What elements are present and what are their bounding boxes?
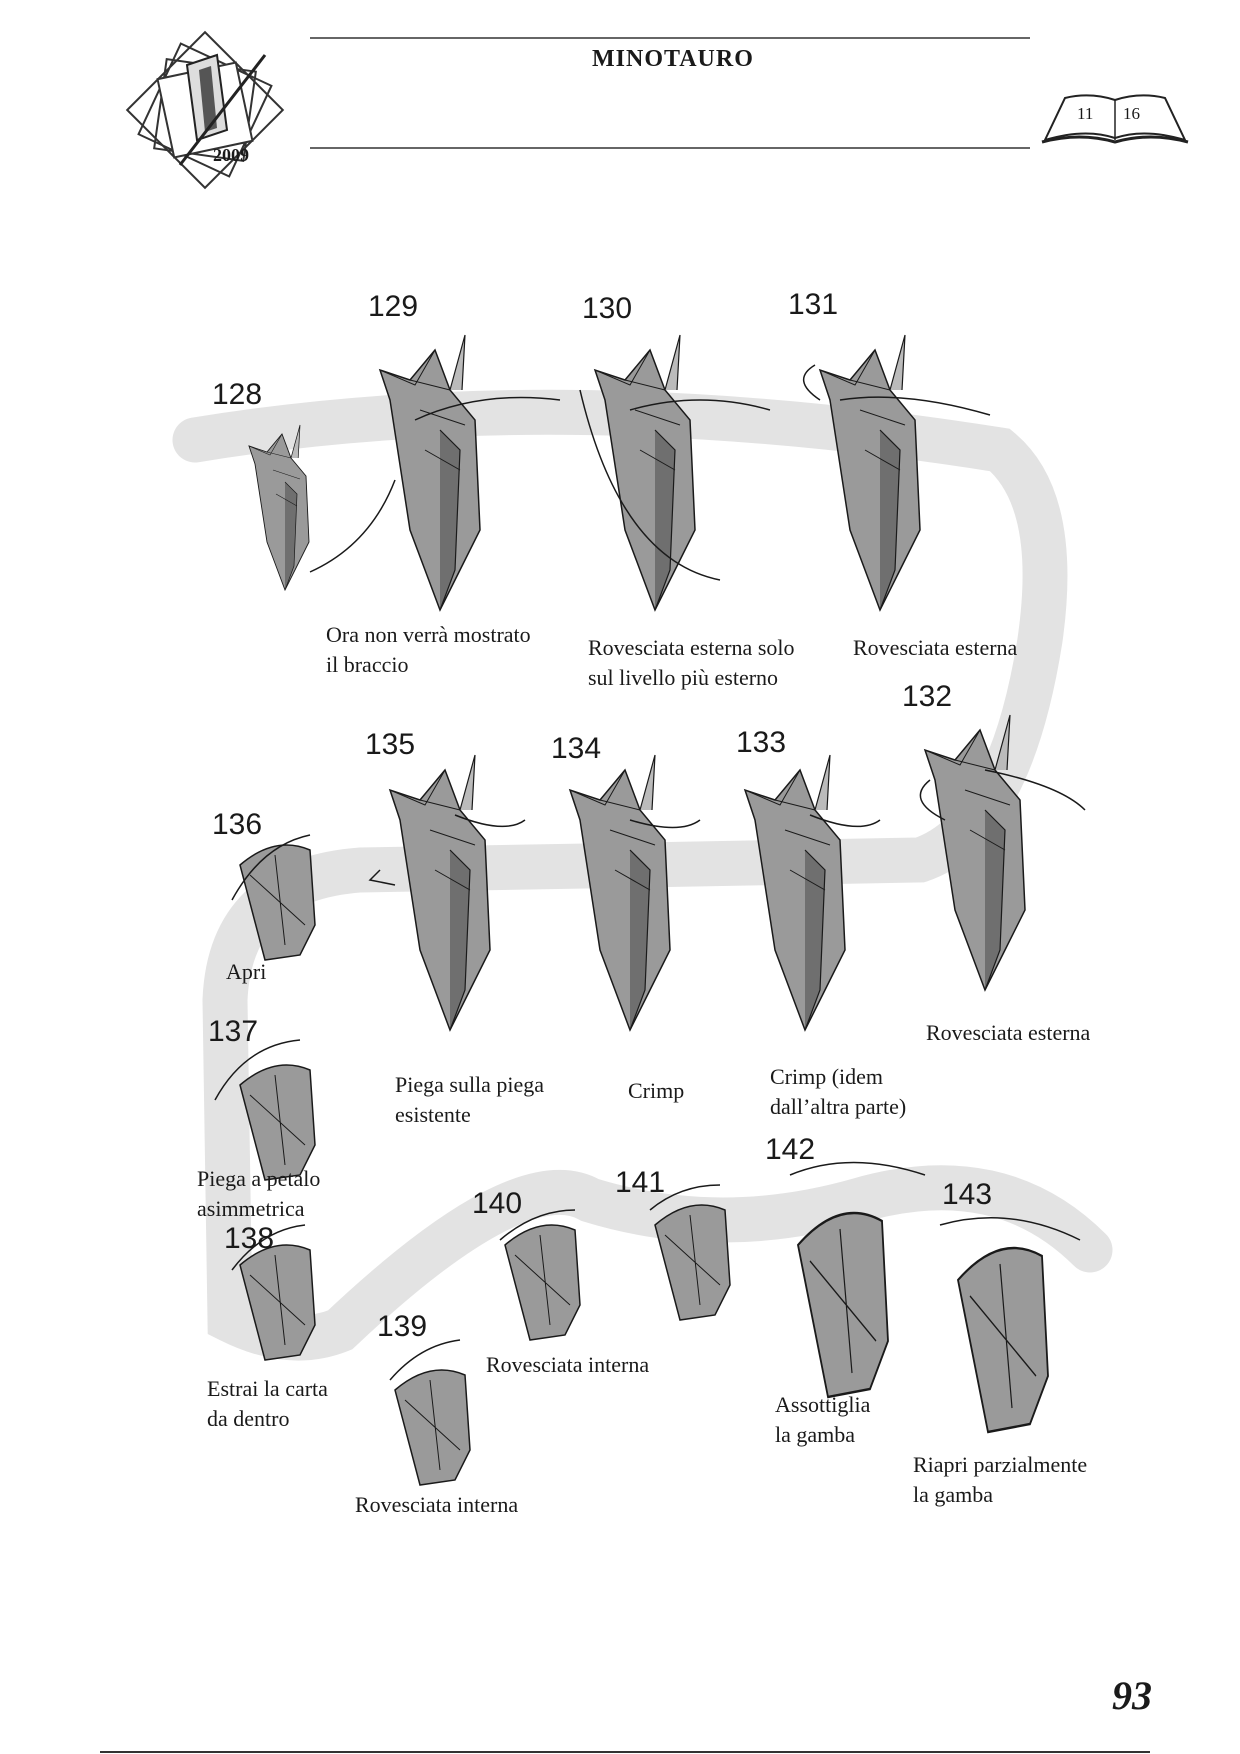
step-number-143: 143 [942, 1178, 993, 1211]
figure-140 [504, 1224, 581, 1341]
header-graphics [125, 30, 1189, 190]
step-number-132: 132 [902, 680, 953, 713]
step-number-141: 141 [615, 1166, 666, 1199]
caption-131: Rovesciata esterna [853, 635, 1018, 660]
caption-138: Estrai la carta da dentro [207, 1376, 328, 1431]
step-number-135: 135 [365, 728, 416, 761]
page-number: 93 [1112, 1673, 1152, 1718]
figure-131 [819, 334, 921, 611]
caption-137: Piega a petalo asimmetrica [197, 1166, 321, 1221]
book-page-right: 16 [1123, 104, 1140, 123]
caption-129: Ora non verrà mostrato il braccio [326, 622, 531, 677]
caption-135: Piega sulla piega esistente [395, 1072, 545, 1127]
figure-135 [389, 754, 491, 1031]
caption-143: Riapri parzialmente la gamba [913, 1452, 1088, 1507]
figure-142 [796, 1211, 890, 1399]
figure-134 [569, 754, 671, 1031]
caption-142: Assottiglia la gamba [775, 1392, 871, 1447]
step-number-134: 134 [551, 732, 602, 765]
figure-130 [594, 334, 696, 611]
figure-128 [248, 424, 310, 591]
book-page-left: 11 [1077, 104, 1094, 123]
figure-143 [956, 1246, 1050, 1434]
step-number-128: 128 [212, 378, 263, 411]
caption-132: Rovesciata esterna [926, 1020, 1091, 1045]
step-number-129: 129 [368, 290, 419, 323]
figure-141 [654, 1204, 731, 1321]
caption-134: Crimp [628, 1078, 685, 1103]
caption-140: Rovesciata interna [486, 1352, 650, 1377]
step-number-140: 140 [472, 1187, 523, 1220]
book-icon [1041, 94, 1189, 144]
caption-136: Apri [226, 959, 267, 984]
caption-139: Rovesciata interna [355, 1492, 519, 1517]
step-number-137: 137 [208, 1015, 259, 1048]
step-number-131: 131 [788, 288, 839, 321]
page-title: MINOTAURO [592, 46, 754, 72]
step-number-139: 139 [377, 1310, 428, 1343]
step-number-130: 130 [582, 292, 633, 325]
figure-129 [379, 334, 481, 611]
step-number-138: 138 [224, 1222, 275, 1255]
figure-139 [394, 1369, 471, 1486]
step-number-136: 136 [212, 808, 263, 841]
year-label: 2009 [213, 145, 249, 165]
step-number-142: 142 [765, 1133, 816, 1166]
figure-133 [744, 754, 846, 1031]
caption-130: Rovesciata esterna solo sul livello più … [588, 635, 795, 690]
figure-137 [239, 1064, 316, 1181]
caption-133: Crimp (idem dall’altra parte) [770, 1064, 907, 1119]
logo-emblem [125, 30, 285, 190]
step-number-133: 133 [736, 726, 787, 759]
